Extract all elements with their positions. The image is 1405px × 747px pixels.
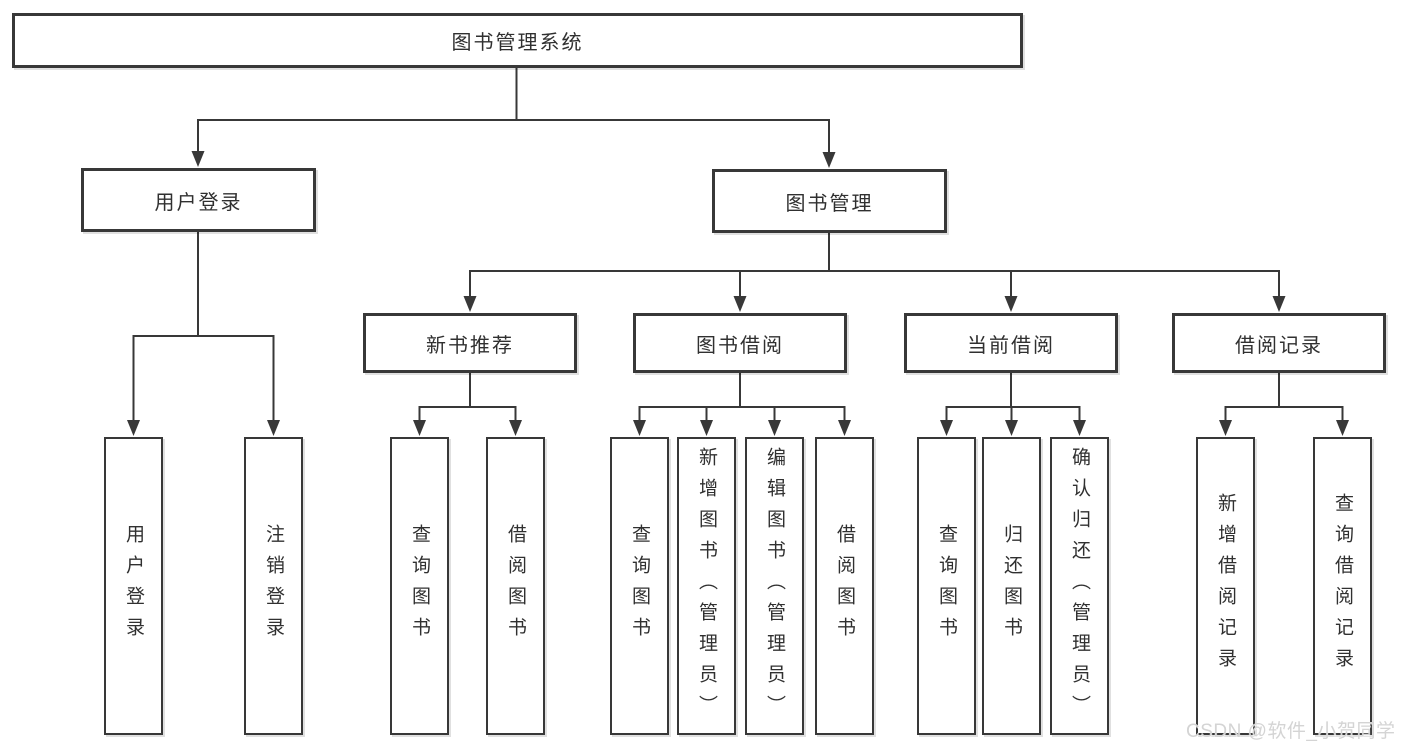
leaf-query-books-2: 查询图书	[610, 437, 669, 735]
leaf-user-login-label: 用户登录	[123, 524, 144, 648]
leaf-add-borrow-record-label: 新增借阅记录	[1215, 493, 1236, 679]
node-library-system-label: 图书管理系统	[451, 32, 584, 54]
leaf-logout-label: 注销登录	[263, 524, 284, 648]
node-book-management: 图书管理	[712, 169, 947, 233]
leaf-return-books: 归还图书	[982, 437, 1041, 735]
leaf-borrow-books-2: 借阅图书	[815, 437, 874, 735]
node-library-system: 图书管理系统	[12, 13, 1023, 68]
leaf-borrow-books-1-label: 借阅图书	[505, 524, 526, 648]
node-user-login-label: 用户登录	[154, 191, 243, 214]
node-current-borrow: 当前借阅	[904, 313, 1118, 373]
leaf-query-borrow-record-label: 查询借阅记录	[1332, 493, 1353, 679]
node-borrow-records-label: 借阅记录	[1235, 334, 1323, 357]
node-borrow-records: 借阅记录	[1172, 313, 1386, 373]
leaf-user-login: 用户登录	[104, 437, 163, 735]
node-book-management-label: 图书管理	[785, 192, 874, 215]
leaf-query-books-1: 查询图书	[390, 437, 449, 735]
leaf-return-books-label: 归还图书	[1001, 524, 1022, 648]
leaf-logout: 注销登录	[244, 437, 303, 735]
node-new-book-recommend-label: 新书推荐	[426, 334, 514, 357]
leaf-query-borrow-record: 查询借阅记录	[1313, 437, 1372, 735]
leaf-add-books-admin-label: 新增图书（管理员）	[696, 446, 717, 726]
watermark: CSDN @软件_小贺同学	[1186, 721, 1396, 742]
leaf-borrow-books-2-label: 借阅图书	[834, 524, 855, 648]
leaf-query-books-1-label: 查询图书	[409, 524, 430, 648]
node-user-login: 用户登录	[81, 168, 316, 232]
leaf-query-books-3-label: 查询图书	[936, 524, 957, 648]
leaf-borrow-books-1: 借阅图书	[486, 437, 545, 735]
leaf-edit-books-admin: 编辑图书（管理员）	[745, 437, 804, 735]
node-new-book-recommend: 新书推荐	[363, 313, 577, 373]
leaf-edit-books-admin-label: 编辑图书（管理员）	[764, 446, 785, 726]
leaf-confirm-return-admin-label: 确认归还（管理员）	[1069, 446, 1090, 726]
node-current-borrow-label: 当前借阅	[967, 334, 1055, 357]
leaf-add-books-admin: 新增图书（管理员）	[677, 437, 736, 735]
leaf-confirm-return-admin: 确认归还（管理员）	[1050, 437, 1109, 735]
leaf-query-books-3: 查询图书	[917, 437, 976, 735]
leaf-add-borrow-record: 新增借阅记录	[1196, 437, 1255, 735]
leaf-query-books-2-label: 查询图书	[629, 524, 650, 648]
node-book-borrow-label: 图书借阅	[696, 334, 784, 357]
node-book-borrow: 图书借阅	[633, 313, 847, 373]
